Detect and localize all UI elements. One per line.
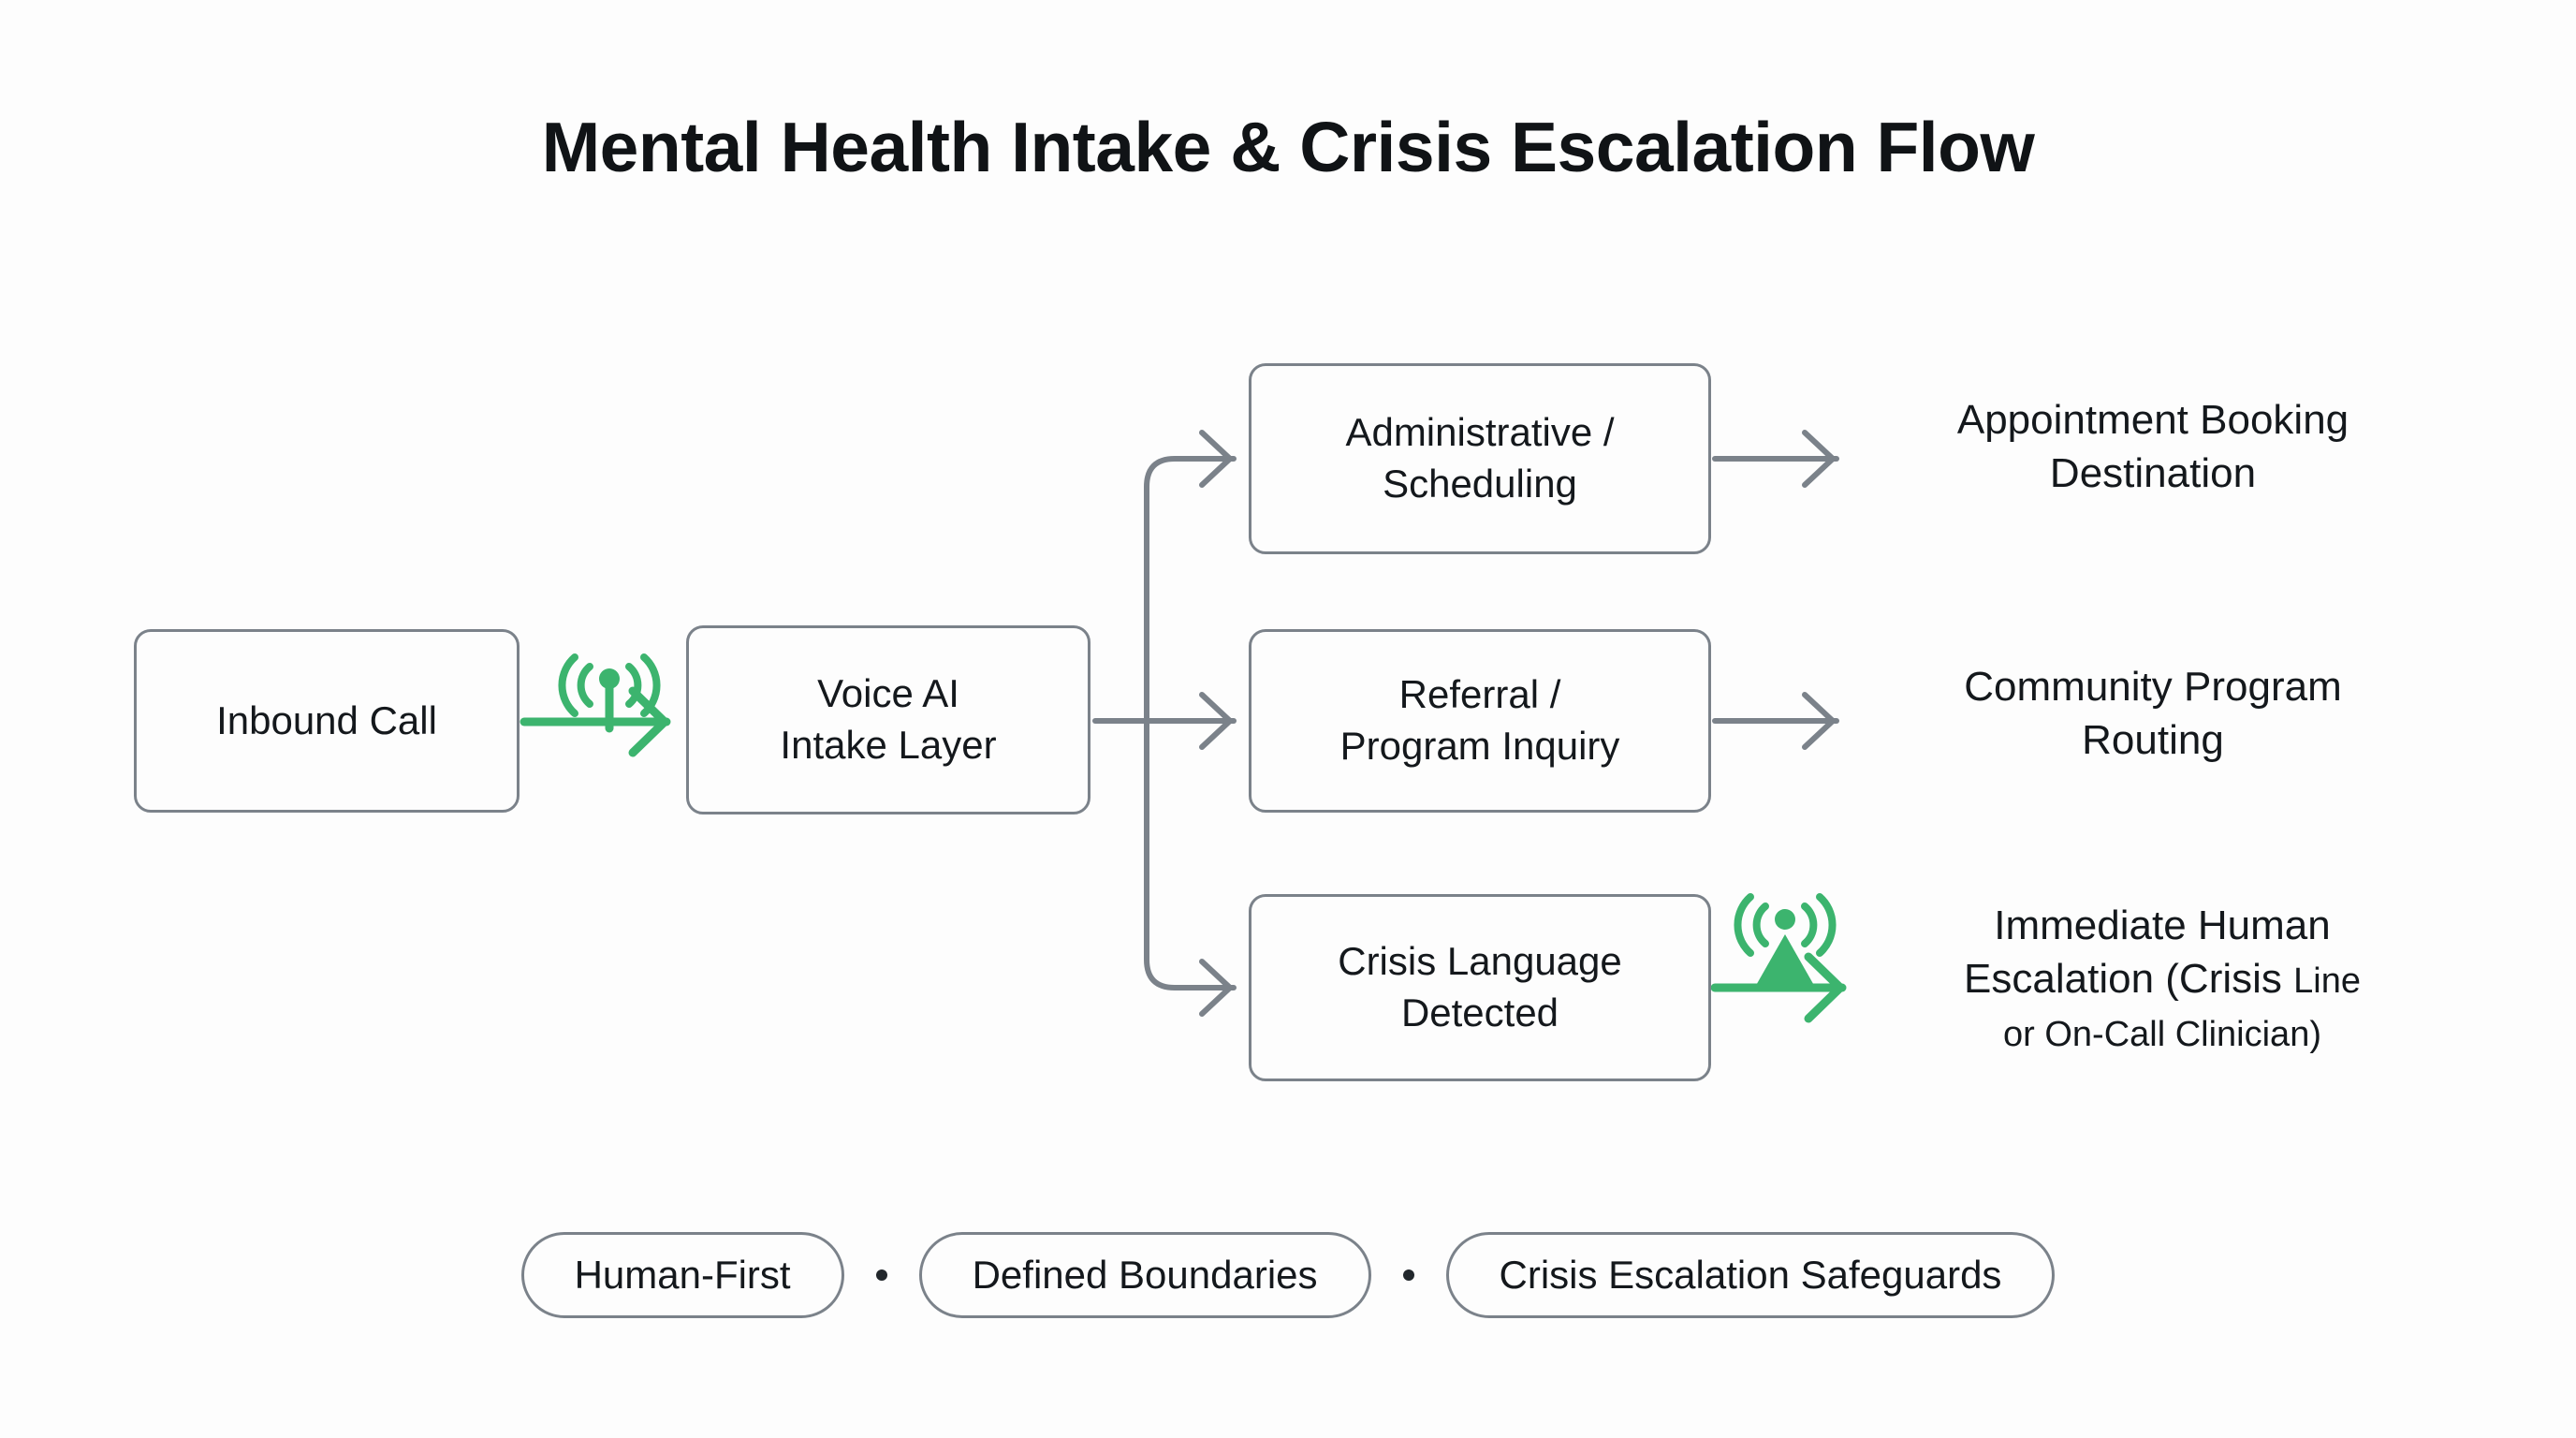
destination-community-program-routing: Community Program Routing — [1863, 660, 2443, 767]
escalation-line-3-small: or On-Call Clinician) — [2003, 1015, 2321, 1055]
node-crisis-language-detected[interactable]: Crisis Language Detected — [1249, 894, 1711, 1081]
chip-human-first[interactable]: Human-First — [520, 1232, 844, 1318]
connector-branch-crisis — [1144, 718, 1237, 1017]
principles-row: Human-First Defined Boundaries Crisis Es… — [0, 1232, 2576, 1318]
crisis-line-1: Crisis Language — [1338, 939, 1622, 984]
node-referral-program-inquiry[interactable]: Referral / Program Inquiry — [1249, 629, 1711, 813]
chip-defined-boundaries[interactable]: Defined Boundaries — [918, 1232, 1371, 1318]
comm-line-1: Community Program — [1964, 664, 2342, 710]
comm-line-2: Routing — [2082, 717, 2224, 764]
connector-branch-referral — [1144, 692, 1237, 750]
admin-line-2: Scheduling — [1383, 462, 1577, 506]
intake-line-2: Intake Layer — [780, 723, 997, 767]
node-crisis-language-detected-label: Crisis Language Detected — [1338, 936, 1622, 1038]
intake-line-1: Voice AI — [817, 671, 959, 716]
connector-administrative-to-destination — [1712, 430, 1839, 488]
node-inbound-call-label: Inbound Call — [216, 697, 437, 742]
node-administrative-scheduling-label: Administrative / Scheduling — [1345, 407, 1614, 509]
escalation-line-1: Immediate Human — [1994, 902, 2331, 948]
connector-inbound-to-intake — [520, 686, 671, 757]
broadcast-antenna-icon — [558, 653, 661, 733]
appt-line-1: Appointment Booking — [1956, 397, 2349, 443]
chip-separator-dot — [875, 1269, 887, 1281]
connector-branch-administrative — [1144, 430, 1237, 724]
chip-separator-dot — [1402, 1269, 1414, 1281]
node-administrative-scheduling[interactable]: Administrative / Scheduling — [1249, 363, 1711, 554]
destination-appointment-booking: Appointment Booking Destination — [1863, 393, 2443, 500]
node-referral-program-inquiry-label: Referral / Program Inquiry — [1340, 669, 1620, 771]
chip-crisis-escalation-safeguards[interactable]: Crisis Escalation Safeguards — [1445, 1232, 2056, 1318]
appt-line-2: Destination — [2049, 450, 2257, 497]
referral-line-2: Program Inquiry — [1339, 724, 1620, 768]
escalation-line-2: Escalation (Crisis — [1964, 956, 2294, 1003]
destination-immediate-human-escalation: Immediate Human Escalation (Crisis Line … — [1853, 899, 2471, 1060]
admin-line-1: Administrative / — [1345, 410, 1615, 455]
connector-referral-to-destination — [1712, 692, 1839, 750]
node-voice-ai-intake-layer-label: Voice AI Intake Layer — [780, 668, 996, 770]
node-inbound-call[interactable]: Inbound Call — [134, 629, 520, 813]
page-title: Mental Health Intake & Crisis Escalation… — [541, 108, 2035, 186]
node-voice-ai-intake-layer[interactable]: Voice AI Intake Layer — [686, 625, 1090, 814]
escalation-line-2-small: Line — [2293, 961, 2361, 1002]
referral-line-1: Referral / — [1398, 672, 1561, 717]
crisis-line-2: Detected — [1400, 990, 1559, 1034]
radio-tower-icon — [1734, 893, 1837, 989]
